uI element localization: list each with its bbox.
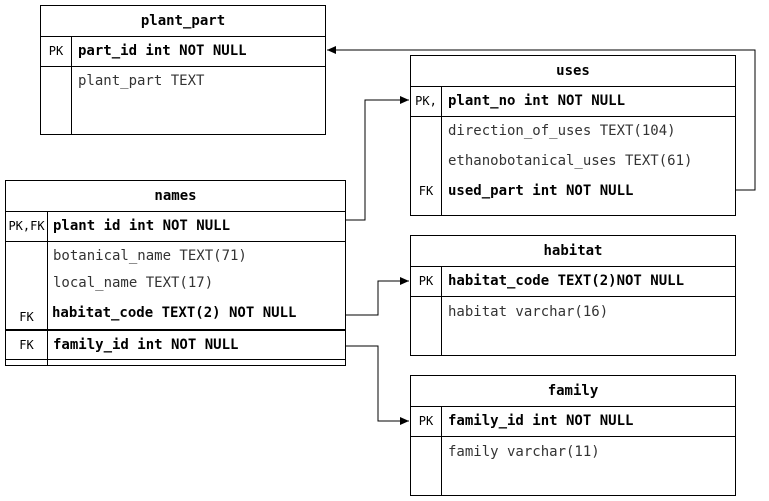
- pk-badge: PK,: [415, 94, 437, 108]
- field-direction-of-uses: direction_of_uses TEXT(104): [448, 123, 676, 139]
- table-title: plant_part: [41, 6, 325, 37]
- table-row: habitat varchar(16): [411, 297, 735, 327]
- plant-part-table[interactable]: plant_part PK part_id int NOT NULL plant…: [40, 5, 326, 135]
- field-botanical-name: botanical_name TEXT(71): [53, 248, 247, 264]
- field-ethanobotanical-uses: ethanobotanical_uses TEXT(61): [448, 153, 693, 169]
- key-column-divider: [71, 36, 72, 134]
- field-habitat-code: habitat_code TEXT(2) NOT NULL: [52, 305, 297, 321]
- table-row: FK habitat_code TEXT(2) NOT NULL: [6, 298, 345, 331]
- table-row: PK family_id int NOT NULL: [411, 406, 735, 437]
- field-family: family varchar(11): [448, 444, 600, 460]
- family-table[interactable]: family PK family_id int NOT NULL family …: [410, 375, 736, 496]
- link-names-to-uses: [346, 96, 409, 221]
- uses-table[interactable]: uses PK, plant_no int NOT NULL direction…: [410, 55, 736, 216]
- key-column-divider: [441, 406, 442, 495]
- field-family-id: family_id int NOT NULL: [448, 413, 634, 429]
- table-row: PK part_id int NOT NULL: [41, 36, 325, 67]
- table-title: habitat: [411, 236, 735, 267]
- field-local-name: local_name TEXT(17): [53, 275, 214, 291]
- table-row: PK, plant_no int NOT NULL: [411, 86, 735, 117]
- key-column-divider: [441, 86, 442, 215]
- field-plant-no: plant_no int NOT NULL: [448, 93, 626, 109]
- link-names-to-habitat: [346, 277, 409, 316]
- table-row: ethanobotanical_uses TEXT(61): [411, 146, 735, 176]
- table-row: FK used_part int NOT NULL: [411, 176, 735, 206]
- table-title: family: [411, 376, 735, 407]
- link-names-to-family: [346, 345, 409, 425]
- table-row: family varchar(11): [411, 437, 735, 467]
- fk-badge: FK: [19, 338, 34, 352]
- field-part-id: part_id int NOT NULL: [78, 43, 247, 59]
- table-row: FK family_id int NOT NULL: [6, 332, 345, 360]
- table-title: names: [6, 181, 345, 212]
- key-column-divider: [441, 266, 442, 355]
- field-family-id: family_id int NOT NULL: [53, 337, 239, 353]
- table-row: local_name TEXT(17): [6, 268, 345, 298]
- key-column-divider: [47, 211, 48, 365]
- table-row: PK habitat_code TEXT(2)NOT NULL: [411, 266, 735, 297]
- names-table[interactable]: names PK,FK plant id int NOT NULL botani…: [5, 180, 346, 366]
- pk-fk-badge: PK,FK: [8, 219, 45, 233]
- pk-badge: PK: [418, 274, 434, 288]
- pk-badge: PK: [48, 44, 64, 58]
- habitat-table[interactable]: habitat PK habitat_code TEXT(2)NOT NULL …: [410, 235, 736, 356]
- field-habitat-code: habitat_code TEXT(2)NOT NULL: [448, 273, 685, 289]
- fk-badge: FK: [418, 184, 434, 198]
- fk-badge: FK: [19, 310, 34, 324]
- table-title: uses: [411, 56, 735, 87]
- table-row: botanical_name TEXT(71): [6, 241, 345, 271]
- table-row: plant_part TEXT: [41, 66, 325, 96]
- table-row: direction_of_uses TEXT(104): [411, 116, 735, 146]
- link-uses-to-plant-part: [327, 46, 756, 191]
- field-plant-id: plant id int NOT NULL: [53, 218, 231, 234]
- field-habitat: habitat varchar(16): [448, 304, 609, 320]
- field-used-part: used_part int NOT NULL: [448, 183, 634, 199]
- pk-badge: PK: [418, 414, 434, 428]
- field-plant-part: plant_part TEXT: [78, 73, 205, 89]
- table-row: PK,FK plant id int NOT NULL: [6, 211, 345, 242]
